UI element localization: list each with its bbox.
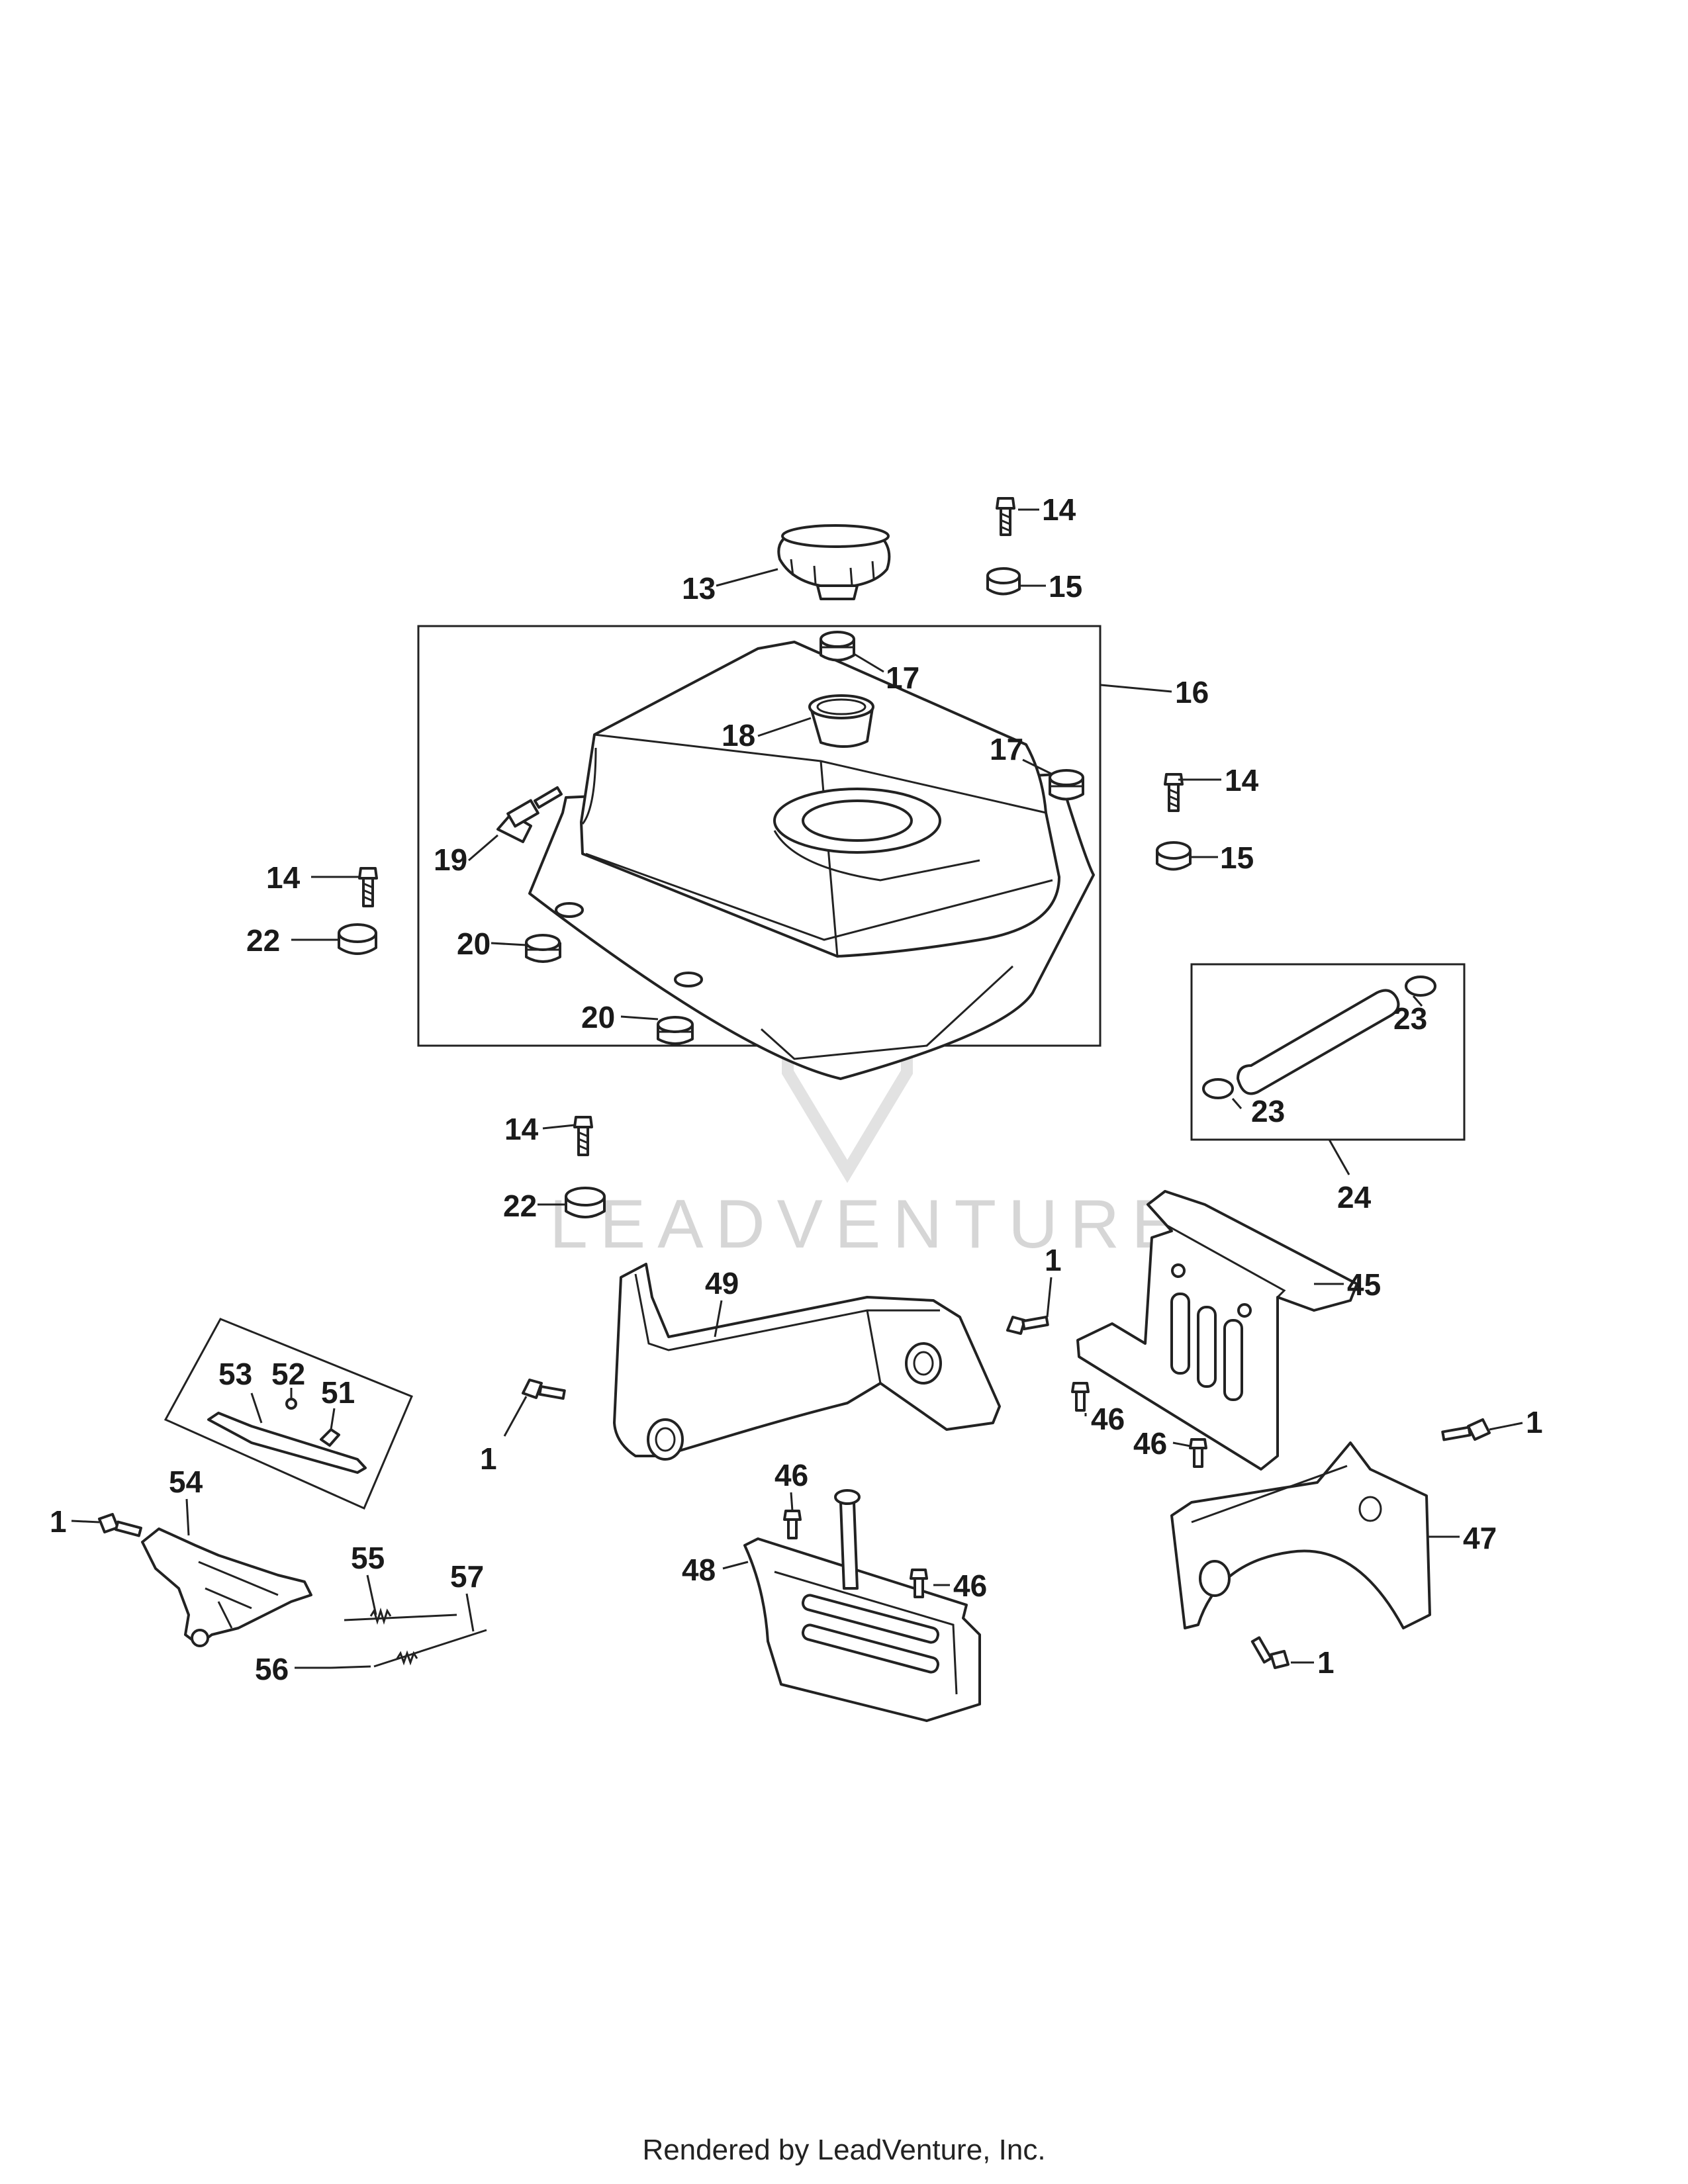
shroud-47: [1170, 1441, 1431, 1629]
lever-53: [207, 1412, 367, 1474]
rod-57: [373, 1629, 487, 1668]
spacer-22-left: [338, 923, 377, 955]
bolt-1-upper-center: [1006, 1315, 1049, 1335]
callout-20: 20: [457, 927, 491, 961]
fuel-cap-13: [777, 524, 891, 600]
grommet-20-left: [525, 934, 561, 963]
grommet-17-right: [1049, 769, 1084, 801]
callout-48: 48: [682, 1553, 716, 1587]
callout-54: 54: [169, 1465, 203, 1499]
grommet-20-bottom: [657, 1016, 694, 1045]
bolt-46-b: [1189, 1438, 1207, 1468]
fuel-tank: [528, 641, 1095, 1080]
bolt-14-bottom: [573, 1116, 593, 1156]
callout-46: 46: [1091, 1402, 1125, 1436]
callout-14: 14: [1225, 763, 1259, 797]
callout-46: 46: [953, 1569, 987, 1603]
callout-16: 16: [1175, 675, 1209, 709]
callout-19: 19: [434, 842, 467, 877]
callout-14: 14: [1042, 492, 1076, 527]
callout-1: 1: [480, 1441, 497, 1476]
bolt-1-right: [1441, 1418, 1491, 1441]
callout-51: 51: [321, 1375, 355, 1410]
callout-18: 18: [722, 718, 755, 752]
bolt-1-far-left: [98, 1513, 142, 1537]
callout-13: 13: [682, 571, 716, 606]
callout-24: 24: [1337, 1180, 1372, 1214]
callout-15: 15: [1049, 569, 1082, 604]
callout-45: 45: [1347, 1267, 1381, 1302]
callout-57: 57: [450, 1559, 484, 1594]
spacer-15-top: [986, 567, 1021, 596]
bolt-46-d: [910, 1569, 928, 1598]
callout-47: 47: [1463, 1521, 1497, 1555]
fuel-line-24: [1202, 976, 1436, 1099]
callout-1: 1: [1526, 1405, 1543, 1439]
callout-22: 22: [503, 1189, 537, 1223]
watermark-text: LEADVENTURE: [549, 1186, 1190, 1263]
bolt-1-bottom-right: [1250, 1636, 1289, 1669]
callout-labels: 13 14 15 16 17 17 18 19 14 15 14 22 20 2…: [50, 492, 1543, 1686]
grommet-17-top: [820, 631, 855, 662]
callout-23: 23: [1251, 1094, 1285, 1128]
callout-56: 56: [255, 1652, 289, 1686]
screw-51: [320, 1428, 340, 1447]
callout-55: 55: [351, 1541, 385, 1575]
linkage-bracket-54: [141, 1527, 312, 1647]
callout-14: 14: [504, 1112, 539, 1146]
bolt-14-top: [996, 497, 1015, 536]
callout-20: 20: [581, 1000, 615, 1034]
bracket-49: [613, 1263, 1001, 1461]
bracket-48: [743, 1489, 981, 1722]
callout-22: 22: [246, 923, 280, 958]
fuel-valve-19: [496, 786, 563, 843]
bracket-45: [1076, 1190, 1358, 1471]
callout-52: 52: [271, 1357, 305, 1391]
washer-52: [285, 1398, 297, 1410]
leader-lines: [71, 508, 1523, 1669]
callout-46: 46: [774, 1458, 808, 1492]
rod-56: [330, 1665, 371, 1669]
callout-17: 17: [990, 732, 1023, 766]
bolt-1-left-center: [522, 1379, 566, 1400]
fuel-strainer-18: [808, 694, 874, 749]
watermark: LEADVENTURE: [549, 974, 1190, 1263]
callout-15: 15: [1220, 841, 1254, 875]
callout-46: 46: [1133, 1426, 1167, 1461]
bolt-46-c: [783, 1510, 802, 1539]
callout-17: 17: [886, 660, 919, 695]
callout-14: 14: [266, 860, 301, 895]
bolt-14-left: [358, 867, 378, 907]
spring-55: [344, 1607, 457, 1625]
assembly-box-24: [1190, 963, 1466, 1141]
callout-1: 1: [50, 1504, 67, 1539]
assembly-box-linkage: [164, 1318, 413, 1510]
spacer-15-right: [1156, 841, 1192, 871]
spacer-22-bottom: [565, 1187, 606, 1218]
callout-1: 1: [1317, 1645, 1335, 1680]
callout-23: 23: [1393, 1001, 1427, 1036]
callout-49: 49: [705, 1266, 739, 1300]
callout-1: 1: [1045, 1243, 1062, 1277]
bolt-46-a: [1071, 1382, 1090, 1412]
bolt-14-right: [1164, 773, 1184, 812]
callout-53: 53: [218, 1357, 252, 1391]
footer-credit: Rendered by LeadVenture, Inc.: [642, 2134, 1046, 2166]
